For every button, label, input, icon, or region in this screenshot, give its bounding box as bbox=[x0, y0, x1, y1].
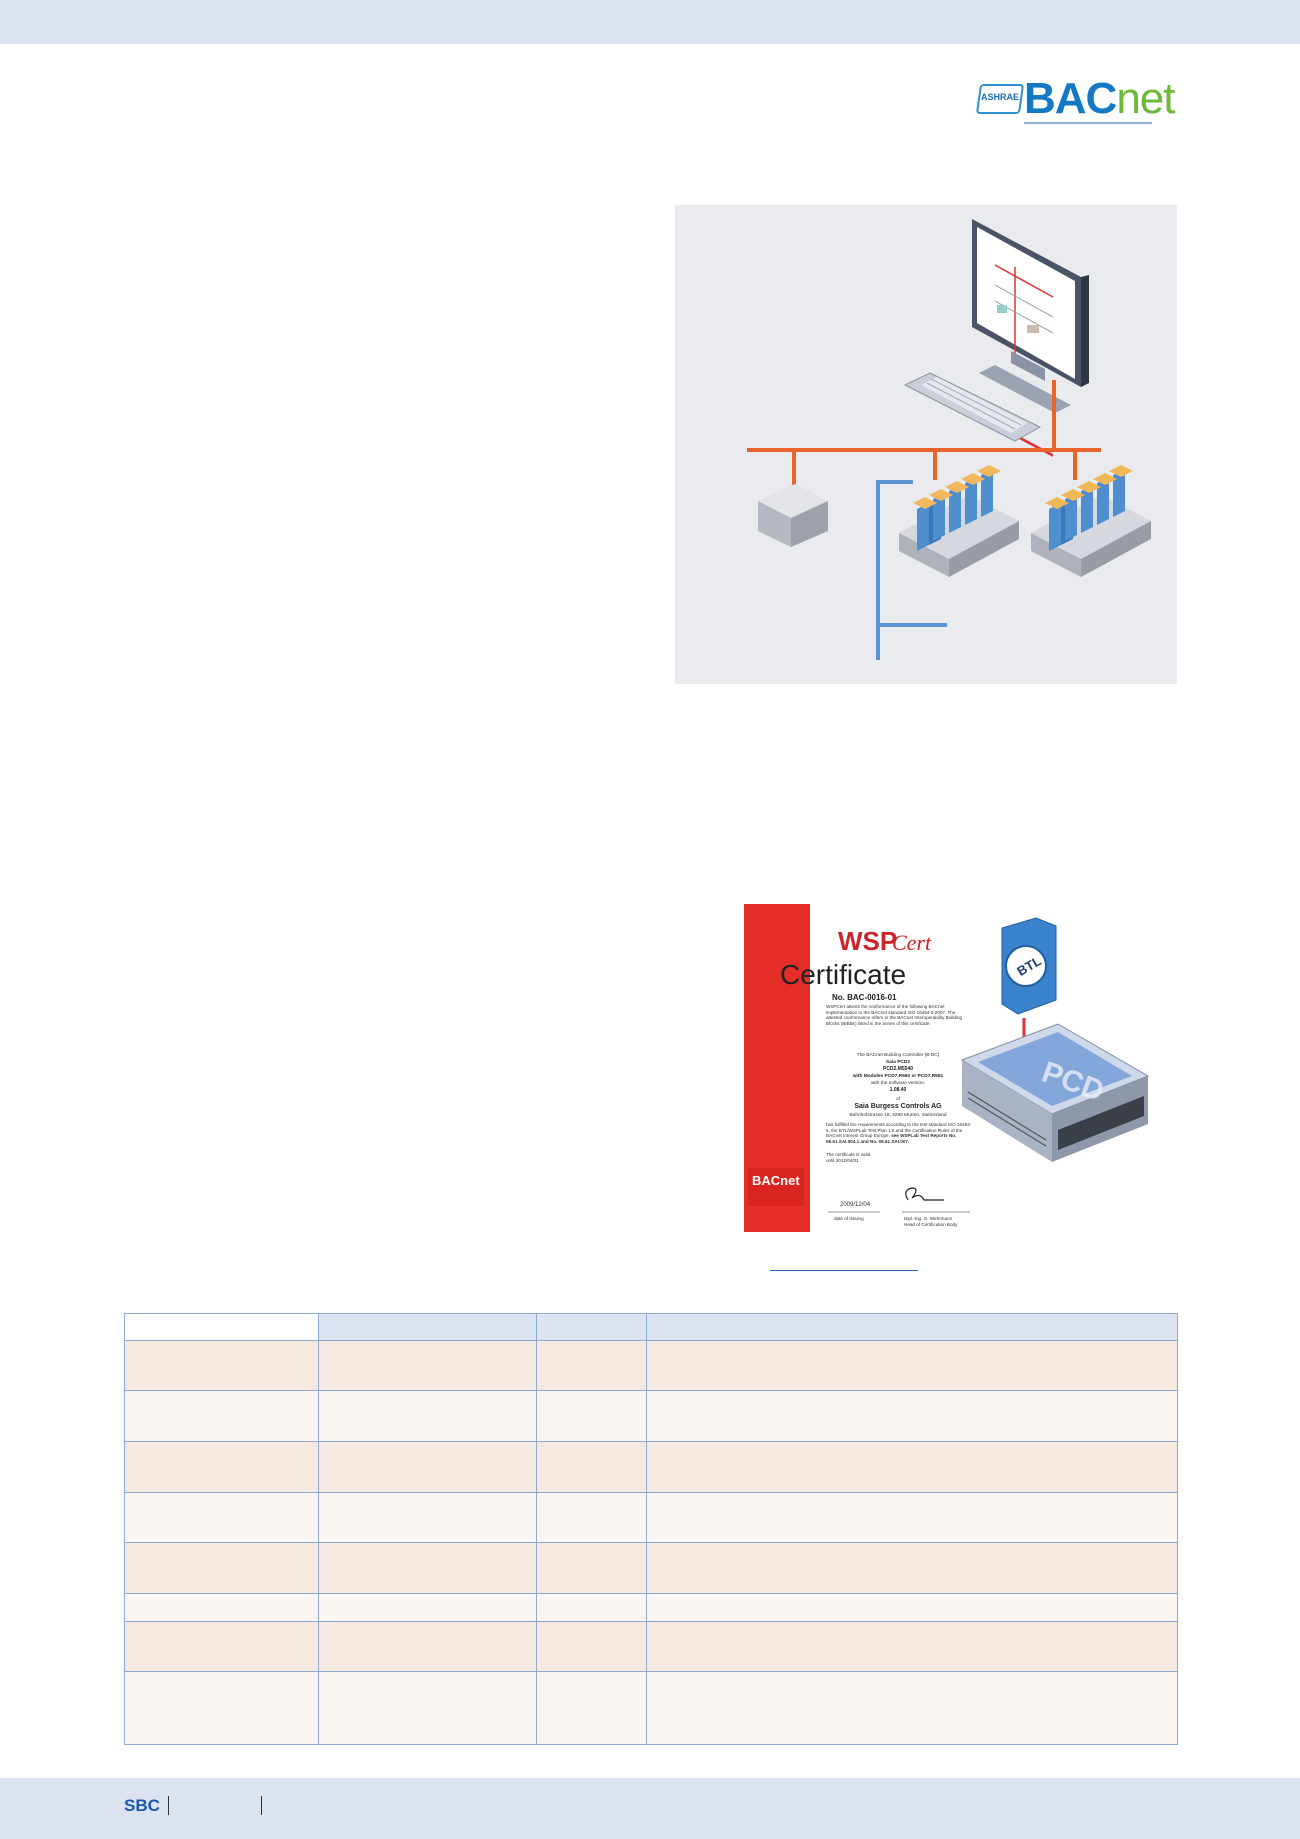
certificate-figure: BACnet WSP Cert Certificate No. BAC-0016… bbox=[740, 900, 1150, 1235]
table-row bbox=[124, 1671, 1178, 1745]
footer-separator bbox=[261, 1796, 262, 1815]
table-row bbox=[124, 1390, 1178, 1442]
signature-icon bbox=[905, 1187, 944, 1201]
certificate-title: Certificate bbox=[780, 959, 906, 990]
workstation-monitor-icon bbox=[972, 219, 1089, 457]
signer-role: Head of Certification Body bbox=[904, 1222, 958, 1227]
pcd-device-icon: PCD bbox=[960, 1023, 1150, 1162]
bacnet-seal-area bbox=[748, 1168, 804, 1206]
network-diagram-svg bbox=[747, 219, 1151, 660]
table-header-row bbox=[124, 1313, 1178, 1341]
validity-line-2: until 2012/04/01 bbox=[826, 1158, 859, 1163]
io-modules bbox=[913, 465, 1001, 551]
wsp-brand: WSP bbox=[838, 926, 897, 956]
software-label: with the software version: bbox=[871, 1080, 925, 1086]
table-row bbox=[124, 1441, 1178, 1493]
company-address: Bahnhofstrasse 18, 3280 Murten, Switzerl… bbox=[849, 1112, 946, 1118]
table-header-cell bbox=[124, 1313, 319, 1341]
pcd-controller-icon bbox=[899, 465, 1019, 577]
specification-table bbox=[124, 1313, 1178, 1745]
ashrae-badge-text: ASHRAE bbox=[981, 92, 1020, 102]
footer-brand: SBC bbox=[124, 1796, 160, 1815]
bacnet-wordmark: BACnet bbox=[1024, 74, 1176, 123]
footer-band bbox=[0, 1778, 1300, 1839]
btl-module-icon: BTL bbox=[1001, 917, 1057, 1015]
figure-link-underline bbox=[770, 1270, 918, 1271]
table-row bbox=[124, 1492, 1178, 1543]
table-row bbox=[124, 1621, 1178, 1672]
software-version: 1.08.40 bbox=[890, 1087, 907, 1093]
keyboard-icon bbox=[903, 372, 1042, 442]
certificate-svg: BACnet WSP Cert Certificate No. BAC-0016… bbox=[744, 904, 1150, 1232]
bacnet-logo: ASHRAE BACnet bbox=[975, 74, 1178, 124]
issue-label: date of issuing bbox=[834, 1216, 864, 1221]
top-band bbox=[0, 0, 1300, 44]
bacnet-seal-text: BACnet bbox=[752, 1173, 800, 1188]
validity-line-1: The certificate is valid bbox=[826, 1152, 871, 1157]
product-name: Saia PCD2 bbox=[886, 1059, 910, 1065]
of-label: of bbox=[896, 1096, 901, 1102]
issue-date: 2009/12/04 bbox=[840, 1202, 871, 1208]
certificate-intro: WSPCert attests the conformance of the f… bbox=[826, 1004, 963, 1026]
server-box-icon bbox=[758, 484, 828, 547]
field-bus bbox=[876, 480, 947, 660]
table-header-cell bbox=[318, 1313, 537, 1341]
ethernet-bus bbox=[747, 380, 1101, 485]
logo-underline bbox=[1024, 118, 1152, 124]
device-type: The BACnet Building Controller (B-BC) bbox=[857, 1052, 940, 1058]
company-name: Saia Burgess Controls AG bbox=[854, 1103, 942, 1110]
signer-name: Dipl.-Ing. G. Wehrmann bbox=[904, 1216, 953, 1221]
table-row bbox=[124, 1593, 1178, 1622]
bacnet-network-diagram bbox=[675, 205, 1177, 684]
certificate-body: has fulfilled the requirements according… bbox=[826, 1122, 972, 1144]
table-row bbox=[124, 1340, 1178, 1391]
product-modules: with Modules PCD7.R560 or PCD7.R561 bbox=[852, 1073, 944, 1079]
io-modules bbox=[1045, 465, 1133, 551]
table-row bbox=[124, 1542, 1178, 1594]
pcd-controller-icon bbox=[1031, 465, 1151, 577]
certificate-number: No. BAC-0016-01 bbox=[832, 993, 897, 1002]
wsp-cert-brand: Cert bbox=[892, 930, 932, 955]
table-header-cell bbox=[536, 1313, 647, 1341]
product-model: PCD2.M5540 bbox=[883, 1066, 913, 1072]
footer-separator bbox=[168, 1796, 169, 1815]
table-header-cell bbox=[646, 1313, 1178, 1341]
